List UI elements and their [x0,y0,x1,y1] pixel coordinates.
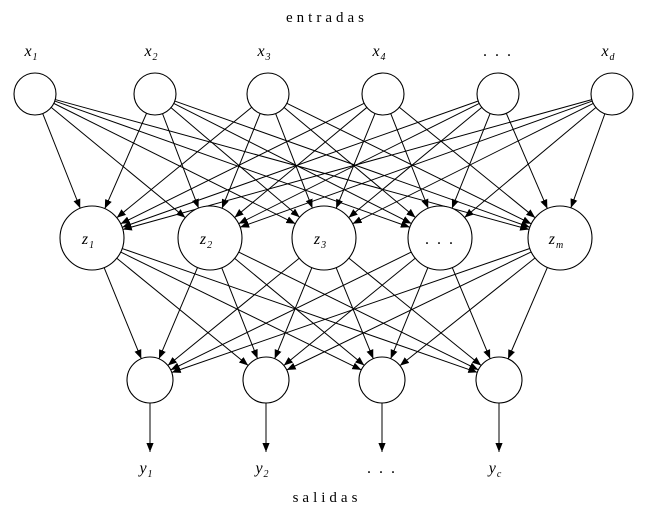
output-label-4: yc [487,460,502,480]
hidden-label-3: z3 [313,231,326,251]
edge-input-1-hidden-4 [54,100,411,228]
input-node-6 [590,72,634,116]
output-label-2: y2 [253,460,268,480]
edge-input-5-hidden-3 [348,107,483,218]
edge-hidden-5-output-3 [399,257,536,367]
outputs-caption: salidas [293,490,362,506]
edge-hidden-2-output-2 [221,267,259,359]
edge-input-5-hidden-2 [238,102,480,225]
edge-input-3-hidden-1 [116,106,253,219]
inputs-caption: entradas [286,10,368,26]
edge-hidden-1-output-1 [103,267,142,359]
edge-hidden-3-output-3 [335,267,374,359]
output-node-2 [242,356,290,404]
hidden-node-4 [407,205,473,271]
input-label-1: x1 [23,43,37,63]
edge-hidden-5-output-4 [507,267,548,360]
input-node-2 [133,72,177,116]
edge-hidden-4-output-1 [170,251,412,371]
edge-input-6-hidden-5 [570,113,606,209]
output-label-1: y1 [137,460,152,480]
hidden-node-3 [291,205,357,271]
edge-input-4-hidden-5 [398,106,536,219]
input-label-5: . . . [483,43,513,60]
edge-hidden-2-output-1 [158,267,199,360]
input-label-3: x3 [256,43,270,63]
edge-hidden-3-output-4 [348,257,482,366]
hidden-node-2 [177,205,243,271]
edge-input-5-hidden-1 [121,100,479,228]
edge-hidden-1-output-2 [116,257,249,366]
edge-hidden-4-output-4 [451,267,491,359]
edge-input-1-hidden-3 [53,102,296,225]
edge-hidden-1-output-4 [122,248,478,373]
hidden-label-1: z1 [81,231,94,251]
edge-input-3-hidden-2 [221,113,261,209]
edge-input-5-hidden-5 [505,113,548,209]
input-label-6: xd [600,43,615,63]
network-nodes [13,72,634,404]
edge-input-3-hidden-3 [275,113,313,209]
edge-input-6-hidden-4 [464,107,597,218]
edge-input-2-hidden-4 [173,103,412,225]
edge-input-1-hidden-2 [50,106,186,219]
input-node-4 [361,72,405,116]
node-labels: x1 x2 x3 x4 . . . xd z1 z2 z3 . . . zm y1 y2 . . . yc [23,43,615,480]
edge-hidden-5-output-2 [286,251,532,371]
edge-hidden-2-output-3 [234,257,365,366]
edge-hidden-3-output-2 [274,267,313,359]
hidden-node-5 [527,205,593,271]
edge-hidden-1-output-3 [120,251,362,371]
input-node-5 [476,72,520,116]
input-node-1 [13,72,57,116]
edge-input-4-hidden-2 [234,107,368,218]
edge-hidden-4-output-3 [390,267,429,359]
edge-input-2-hidden-3 [170,107,300,218]
output-node-4 [475,356,523,404]
edge-input-4-hidden-4 [390,113,429,209]
output-node-3 [358,356,406,404]
edge-input-6-hidden-2 [239,100,593,228]
edge-input-2-hidden-1 [104,113,148,209]
output-label-3: . . . [367,460,397,477]
edge-input-2-hidden-2 [162,113,200,209]
input-label-4: x4 [371,43,385,63]
output-node-1 [126,356,174,404]
edge-hidden-5-output-1 [171,247,530,373]
edge-input-4-hidden-3 [335,113,376,209]
hidden-label-4: . . . [425,231,455,248]
edge-input-3-hidden-4 [283,107,416,218]
edge-hidden-3-output-1 [167,257,300,366]
edge-input-1-hidden-1 [42,113,81,209]
hidden-output-connections [103,247,548,373]
edge-input-3-hidden-5 [286,102,532,225]
input-label-2: x2 [143,43,157,63]
edge-hidden-4-output-2 [283,257,416,366]
output-arrows [146,403,503,452]
hidden-node-1 [59,205,125,271]
input-hidden-connections [42,99,606,231]
hidden-label-5: zm [548,231,563,251]
edge-input-4-hidden-1 [120,102,365,225]
input-node-3 [246,72,290,116]
edge-hidden-2-output-4 [238,251,479,371]
hidden-label-2: z2 [199,231,212,251]
edge-input-6-hidden-3 [352,102,594,225]
